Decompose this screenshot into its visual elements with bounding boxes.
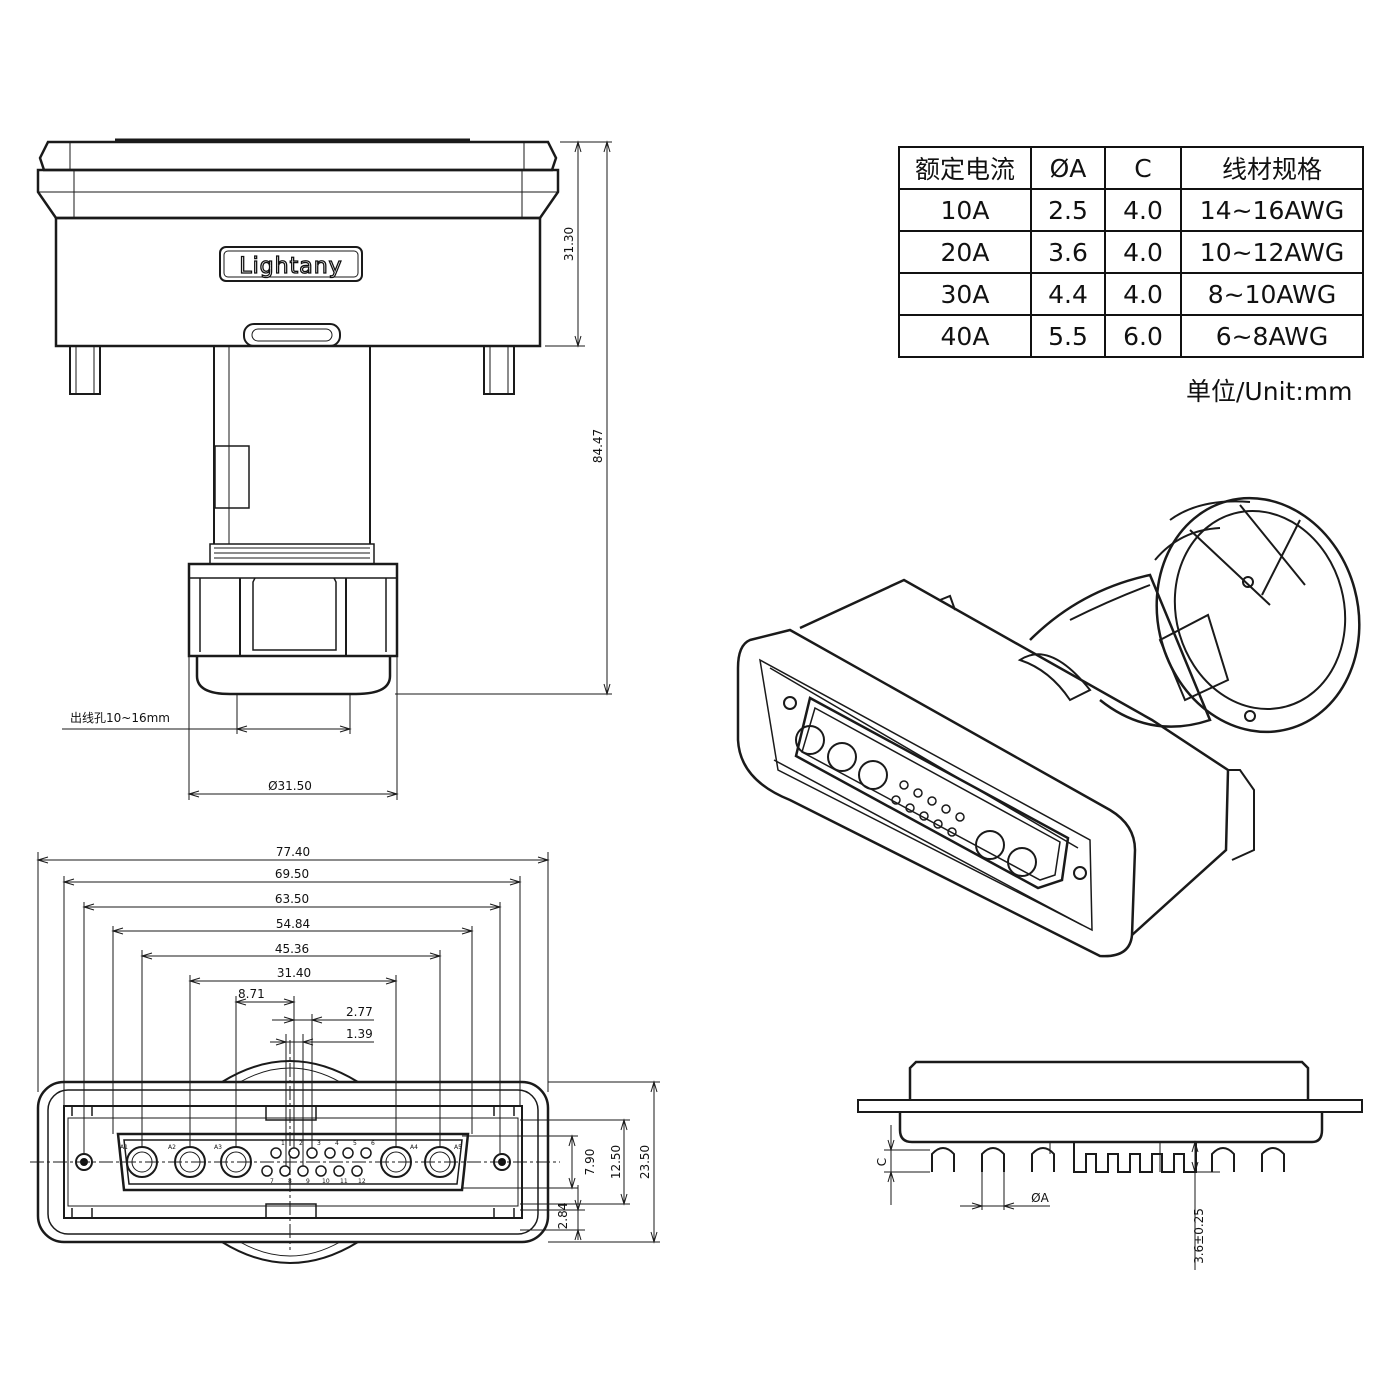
side-pins [931,1142,1285,1173]
table-cell: 4.0 [1104,230,1182,274]
dim-width-69: 69.50 [275,867,309,881]
pin-label: A5 [454,1144,462,1151]
dim-width-54: 54.84 [276,917,310,931]
unit-label: 单位/Unit:mm [1186,377,1353,406]
dim-c: C [875,1158,889,1166]
dim-width-45: 45.36 [275,942,309,956]
dim-width-1: 1.39 [346,1027,373,1041]
pin-label: 2 [299,1140,303,1147]
table-cell: 10~12AWG [1180,230,1364,274]
dim-height-12: 12.50 [609,1145,623,1179]
table-cell: 5.5 [1030,314,1106,358]
table-cell: 4.0 [1104,188,1182,232]
table-cell: 14~16AWG [1180,188,1364,232]
pin-label: A4 [410,1144,418,1151]
pin-label: A2 [168,1144,176,1151]
pin-label: 4 [335,1140,339,1147]
pin-label: A3 [214,1144,222,1151]
small-pins [261,1147,372,1177]
dim-height-body: 31.30 [562,227,576,261]
table-cell: 30A [898,272,1032,316]
table-cell: 2.5 [1030,188,1106,232]
table-header: 额定电流 [898,146,1032,190]
dim-width-2: 2.77 [346,1005,373,1019]
table-cell: 40A [898,314,1032,358]
dim-width-63: 63.50 [275,892,309,906]
table-row: 30A 4.4 4.0 8~10AWG [898,272,1364,316]
table-cell: 8~10AWG [1180,272,1364,316]
pin-label: 6 [371,1140,375,1147]
width-dimensions: 77.40 69.50 63.50 54.84 45.36 [36,845,550,1166]
top-view: Lightany 31.30 84.47 [36,138,612,800]
pin-label: 12 [358,1178,366,1185]
table-row: 10A 2.5 4.0 14~16AWG [898,188,1364,232]
height-dimensions: 7.90 12.50 23.50 2.84 [462,1080,660,1244]
dim-width-8: 8.71 [238,987,265,1001]
isometric-view [736,496,1361,958]
table-header: ØA [1030,146,1106,190]
dim-diameter: Ø31.50 [268,779,312,793]
pin-label: 1 [281,1140,285,1147]
table-cell: 6~8AWG [1180,314,1364,358]
brand-logo-frame [219,246,363,282]
table-cell: 3.6 [1030,230,1106,274]
side-view: C ØA 3.6±0.25 [857,1060,1363,1270]
spec-table: 额定电流 ØA C 线材规格 10A 2.5 4.0 14~16AWG 20A … [898,146,1364,358]
pin-label: 7 [270,1178,274,1185]
table-cell: 6.0 [1104,314,1182,358]
dim-pin-length: 3.6±0.25 [1192,1208,1206,1264]
table-cell: 10A [898,188,1032,232]
dim-width-31: 31.40 [277,966,311,980]
dim-width-77: 77.40 [276,845,310,859]
front-view: A1 A2 A3 1 2 3 4 5 6 A4 A5 7 8 9 10 11 1… [30,845,660,1264]
dim-a: ØA [1031,1191,1049,1205]
dim-height-7: 7.90 [583,1149,597,1176]
table-cell: 20A [898,230,1032,274]
dim-bottom-offset: 2.84 [556,1203,570,1230]
table-header: C [1104,146,1182,190]
dim-height-total: 84.47 [591,429,605,463]
table-cell: 4.4 [1030,272,1106,316]
brand-logo-text: Lightany [239,254,342,279]
pin-label: 11 [340,1178,348,1185]
pin-label: 3 [317,1140,321,1147]
pin-label: 9 [306,1178,310,1185]
table-header-row: 额定电流 ØA C 线材规格 [898,146,1364,190]
pin-label: 5 [353,1140,357,1147]
table-row: 40A 5.5 6.0 6~8AWG [898,314,1364,358]
dim-cable-hole: 出线孔10~16mm [70,711,170,725]
dim-height-23: 23.50 [638,1145,652,1179]
table-header: 线材规格 [1180,146,1364,190]
pin-label: A1 [120,1144,128,1151]
table-cell: 4.0 [1104,272,1182,316]
pin-label: 10 [322,1178,330,1185]
table-row: 20A 3.6 4.0 10~12AWG [898,230,1364,274]
